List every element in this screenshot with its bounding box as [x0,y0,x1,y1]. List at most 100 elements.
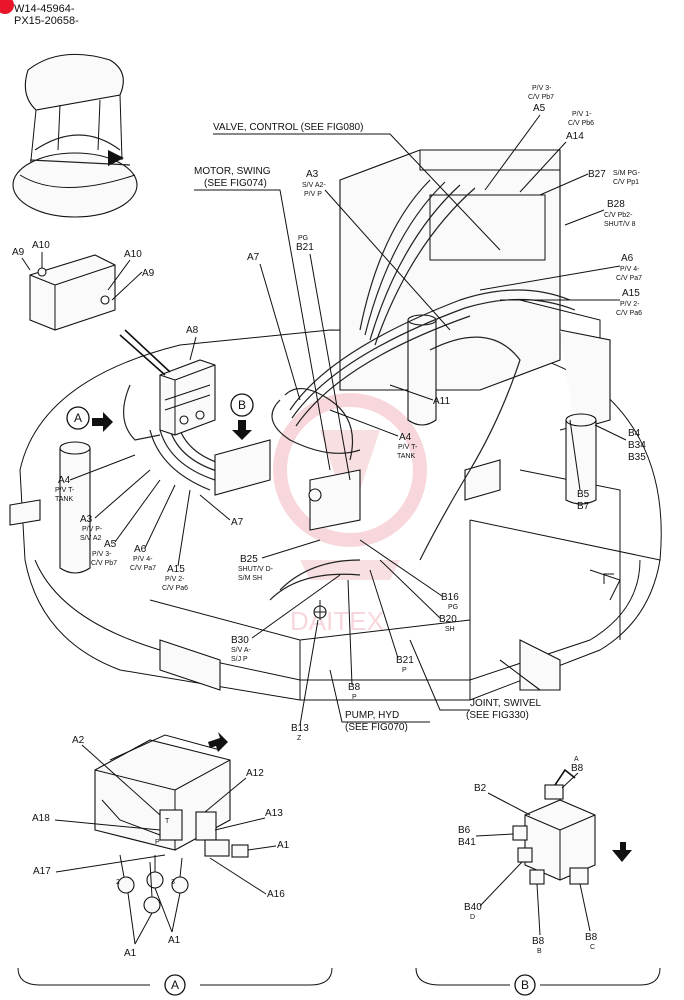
callout-b16: B16 [441,592,459,603]
callout-a3-top: A3 [306,169,319,180]
callout-a6-left: A6 [134,544,147,555]
view-b-arrow-icon [232,420,252,440]
sub-label-port-t: T [165,818,170,825]
sub-label-a6-right-s2: C/V Pa7 [616,275,642,282]
sub-label-caption: A [171,978,179,992]
callout-a6-right: A6 [621,253,634,264]
sub-label-b28-s2: SHUT/V 8 [604,221,636,228]
callout-a5-left: A5 [104,539,117,550]
sub-label-b30-s1: S/V A- [231,647,252,654]
detail-b [512,768,632,885]
sub-label-a15-right-s1: P/V 2- [620,301,640,308]
callout-a4-left: A4 [58,475,71,486]
ref-pump-hyd-1: PUMP, HYD [345,710,399,721]
callout-a15-left: A15 [167,564,185,575]
sub-label-a15-left-s2: C/V Pa6 [162,585,188,592]
sub-label-a4-left-s2: TANK [55,496,73,503]
detail-a-a13: A13 [265,808,283,819]
detail-a: T P 2 3 [94,732,249,914]
sub-label-a3-top-s1: S/V A2- [302,182,326,189]
detail-b-b8-top: B8 [571,763,584,774]
hose-bundles [149,179,576,601]
ref-joint-swivel-1: JOINT, SWIVEL [470,698,542,709]
part-number-2: PX15-20658- [14,15,79,27]
sub-label-a6-right-s1: P/V 4- [620,266,640,273]
detail-b-direction-icon [612,842,632,862]
sub-label-b20-s: SH [445,626,455,633]
machine-thumbnail [12,53,138,218]
sub-label-b25-s1: SHUT/V D- [238,566,274,573]
sub-label-b8-top-s: A [574,756,579,763]
sub-label-b16-s: PG [448,604,458,611]
callout-a7-low: A7 [231,517,244,528]
sub-label-a15-right-s2: C/V Pa6 [616,310,642,317]
callout-a7-top: A7 [247,252,260,263]
detail-a-a1-bottom-right: A1 [168,935,181,946]
callout-b28: B28 [607,199,625,210]
sub-label-a6-left-s1: P/V 4- [133,556,153,563]
sub-label-b30-s2: S/J P [231,656,248,663]
control-valve-block [339,149,611,431]
callout-b5: B5 [577,489,590,500]
view-a-arrow-icon [92,412,113,432]
callout-b8-low: B8 [348,682,361,693]
watermark-text: DAITEX [290,606,384,636]
sub-label-a5-top-s2: C/V Pb7 [528,94,554,101]
detail-a-a12: A12 [246,768,264,779]
callout-a11: A11 [433,396,450,407]
sub-label-a4-mid-s1: P/V T- [398,444,418,451]
callout-a9-left: A9 [12,247,25,258]
callout-b4: B4 [628,428,641,439]
sub-label-pg-b21: PG [298,235,308,242]
ref-pump-hyd-2: (SEE FIG070) [345,722,408,733]
callout-a8: A8 [186,325,199,336]
detail-b-b6: B6 [458,825,471,836]
callout-a5-top: A5 [533,103,546,114]
callout-a15-right: A15 [622,288,640,299]
callout-b35: B35 [628,452,646,463]
detail-b-b41: B41 [458,837,476,848]
sub-label-caption: B [521,978,529,992]
sub-label-marker-a: A [74,411,82,425]
swing-motor-fittings [214,439,361,620]
watermark: DAITEX [273,393,427,636]
sub-label-a5-left-s2: C/V Pb7 [91,560,117,567]
callout-b25: B25 [240,554,258,565]
callout-a3-left: A3 [80,514,93,525]
sub-label-a3-left-s2: S/V A2 [80,535,102,542]
callout-b20: B20 [439,614,457,625]
detail-a-a2: A2 [72,735,85,746]
sub-label-a4-left-s1: P/V T- [55,487,75,494]
detail-a-a1-right: A1 [277,840,290,851]
detail-a-a17: A17 [33,866,51,877]
callout-a10-left: A10 [32,240,50,251]
callout-b21-low: B21 [396,655,414,666]
callout-a4-mid: A4 [399,432,412,443]
detail-b-b2: B2 [474,783,487,794]
detail-a-a18: A18 [32,813,50,824]
callout-a10-right: A10 [124,249,142,260]
sub-label-b27-s2: C/V Pp1 [613,179,639,186]
detail-a-direction-icon [208,732,228,752]
sub-label-b8-bl-s: B [537,948,542,955]
sub-label-marker-b: B [238,398,246,412]
ref-valve-control: VALVE, CONTROL (SEE FIG080) [213,122,363,133]
callout-b27: B27 [588,169,606,180]
sub-label-b25-s2: S/M SH [238,575,262,582]
chassis-outline [9,329,662,701]
callout-b13: B13 [291,723,309,734]
sub-label-a14-s2: C/V Pb6 [568,120,594,127]
callout-a9-right: A9 [142,268,155,279]
sub-label-port-3: 3 [171,879,175,886]
sub-label-a6-left-s2: C/V Pa7 [130,565,156,572]
direction-arrow-icon [603,573,614,584]
sub-label-port-2: 2 [116,879,120,886]
view-marker-a: A [66,406,90,430]
callout-b7: B7 [577,501,590,512]
sub-label-b8-br-s: C [590,944,595,951]
sub-label-a5-top-s1: P/V 3- [532,85,552,92]
ref-motor-swing-1: MOTOR, SWING [194,166,271,177]
detail-b-caption: B [514,974,536,996]
sub-label-b13-s: Z [297,735,302,742]
